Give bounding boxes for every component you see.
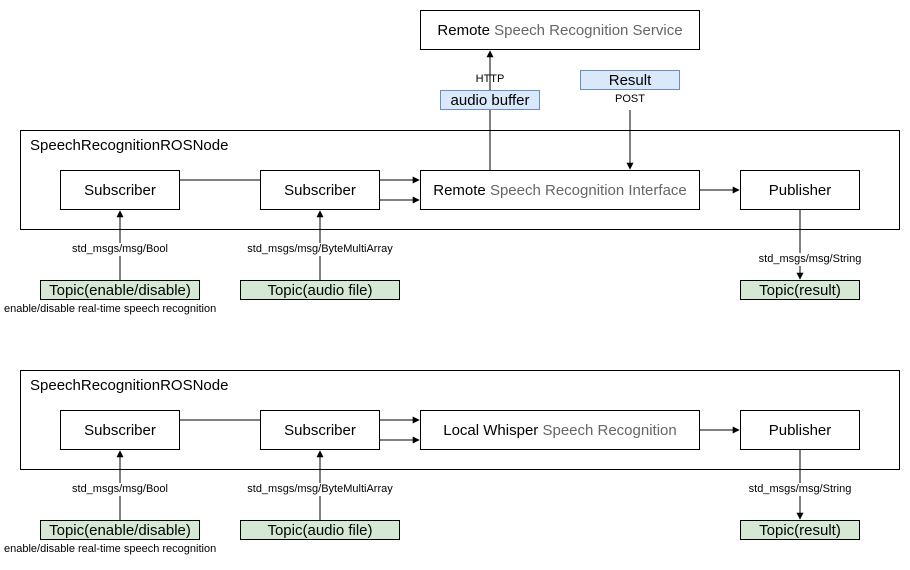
top-container-label: SpeechRecognitionROSNode: [30, 137, 229, 154]
bottom-ros-node-container: SpeechRecognitionROSNode: [20, 370, 900, 470]
top-topic-enable: Topic(enable/disable): [40, 280, 200, 300]
top-ros-node-container: SpeechRecognitionROSNode: [20, 130, 900, 230]
bottom-topic-enable: Topic(enable/disable): [40, 520, 200, 540]
bottom-subscriber-1: Subscriber: [60, 410, 180, 450]
bottom-topic-result: Topic(result): [740, 520, 860, 540]
top-subscriber-2: Subscriber: [260, 170, 380, 210]
top-enable-note: enable/disable real-time speech recognit…: [4, 303, 217, 315]
top-bool-msg-label: std_msgs/msg/Bool: [72, 243, 168, 256]
top-remote-interface: Remote Speech Recognition Interface: [420, 170, 700, 210]
bottom-string-msg-label: std_msgs/msg/String: [748, 483, 852, 496]
bottom-interface-word2: Speech Recognition: [542, 421, 677, 439]
bottom-container-label: SpeechRecognitionROSNode: [30, 377, 229, 394]
top-subscriber-1: Subscriber: [60, 170, 180, 210]
remote-service-word1: Remote: [437, 21, 490, 39]
bottom-enable-note: enable/disable real-time speech recognit…: [4, 543, 217, 555]
post-label: POST: [615, 93, 645, 105]
bottom-subscriber-2: Subscriber: [260, 410, 380, 450]
audio-buffer-box: audio buffer: [440, 90, 540, 110]
remote-service-word2: Speech Recognition Service: [494, 21, 683, 39]
top-string-msg-label: std_msgs/msg/String: [758, 253, 862, 266]
bottom-publisher: Publisher: [740, 410, 860, 450]
bottom-topic-audio: Topic(audio file): [240, 520, 400, 540]
http-label: HTTP: [475, 73, 505, 85]
top-bytes-msg-label: std_msgs/msg/ByteMultiArray: [247, 243, 393, 256]
top-topic-audio: Topic(audio file): [240, 280, 400, 300]
top-publisher: Publisher: [740, 170, 860, 210]
top-interface-word1: Remote: [433, 181, 486, 199]
remote-service-box: Remote Speech Recognition Service: [420, 10, 700, 50]
bottom-local-whisper: Local Whisper Speech Recognition: [420, 410, 700, 450]
bottom-bytes-msg-label: std_msgs/msg/ByteMultiArray: [247, 483, 393, 496]
bottom-bool-msg-label: std_msgs/msg/Bool: [72, 483, 168, 496]
bottom-interface-word1: Local Whisper: [443, 421, 539, 439]
top-interface-word2: Speech Recognition Interface: [489, 181, 687, 199]
top-topic-result: Topic(result): [740, 280, 860, 300]
result-box: Result: [580, 70, 680, 90]
